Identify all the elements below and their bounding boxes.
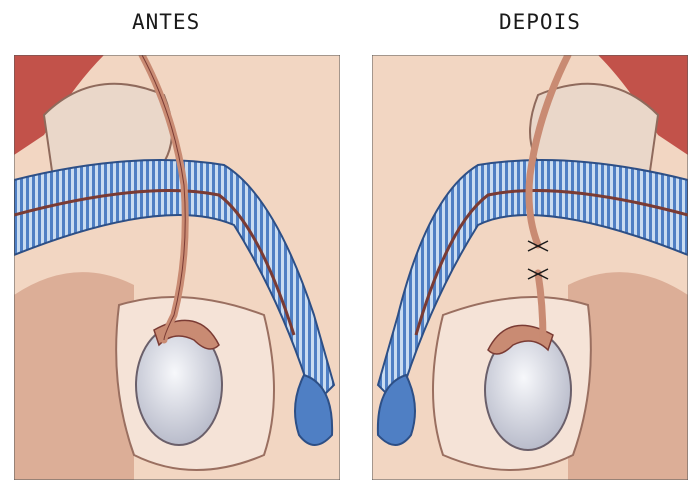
before-label: ANTES	[132, 10, 200, 34]
after-label: DEPOIS	[499, 10, 581, 34]
thigh-shadow	[14, 272, 134, 480]
after-anatomy-illustration	[372, 55, 688, 480]
before-anatomy-illustration	[14, 55, 340, 480]
